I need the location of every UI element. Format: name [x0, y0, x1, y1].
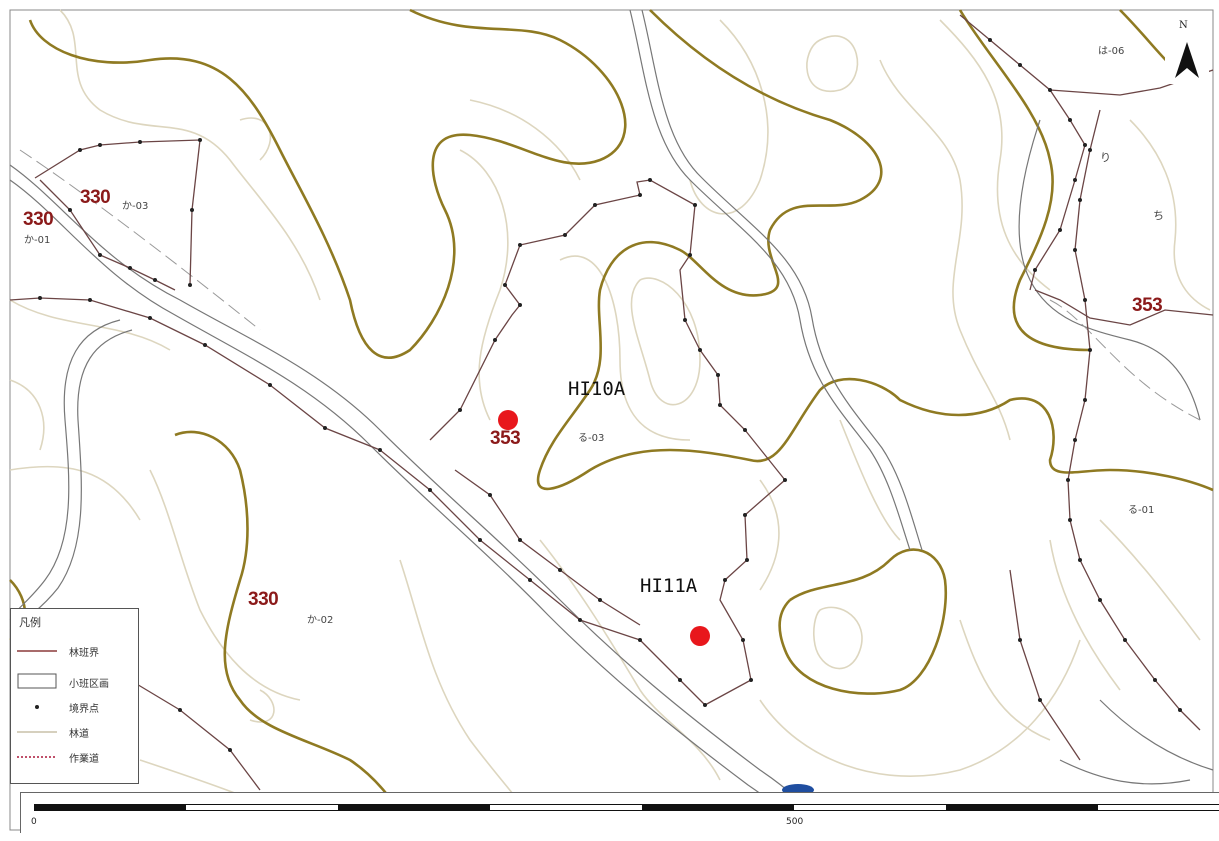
elevation-label: 330 [80, 187, 111, 208]
scale-segment [946, 804, 1098, 811]
scale-segment [1098, 804, 1219, 811]
boundary-points [38, 38, 1182, 752]
compartment-label: か-03 [122, 201, 149, 212]
box-icon [17, 673, 57, 689]
map-legend: 凡例 林班界 小班区画 境界点 林道 作業道 [10, 608, 139, 784]
compartment-label: は-06 [1098, 46, 1125, 57]
compartment-label: る-01 [1128, 505, 1155, 516]
work-roads [19, 149, 1201, 421]
line-icon [17, 731, 57, 733]
elevation-label: 353 [1132, 295, 1163, 316]
scale-segment [642, 804, 794, 811]
north-arrow: N [1165, 14, 1209, 84]
legend-item-boundary-point: 境界点 [11, 697, 138, 717]
legend-label: 小班区画 [69, 679, 109, 690]
index-contours [9, 8, 1214, 831]
legend-label: 境界点 [69, 704, 99, 715]
legend-label: 林班界 [69, 648, 99, 659]
legend-item-work-road: 作業道 [11, 747, 138, 767]
scale-segment [490, 804, 642, 811]
compartment-label: る-03 [578, 433, 605, 444]
compartment-label: か-02 [307, 615, 334, 626]
dashed-line-icon [17, 756, 57, 758]
compartment-label: ち [1153, 209, 1164, 222]
line-icon [17, 650, 57, 652]
legend-label: 林道 [69, 729, 89, 740]
legend-item-forest-road: 林道 [11, 722, 138, 742]
north-arrow-icon [1175, 42, 1199, 78]
legend-label: 作業道 [69, 754, 99, 765]
legend-title: 凡例 [19, 616, 41, 629]
legend-item-compartment-boundary: 林班界 [11, 641, 138, 661]
scale-tick-label: 500 [786, 817, 804, 827]
elevation-label: 330 [248, 589, 279, 610]
legend-item-subcompartment: 小班区画 [11, 672, 138, 692]
compartment-label: り [1100, 151, 1111, 164]
scale-tick-label: 0 [31, 817, 37, 827]
north-label: N [1179, 20, 1188, 31]
elevation-label: 353 [490, 428, 521, 449]
scale-bar: 0 500 [20, 792, 1219, 833]
dot-icon [35, 705, 39, 709]
contour-lines [9, 9, 1211, 831]
compartment-label: か-01 [24, 235, 51, 246]
site-marker-hi10a[interactable] [498, 410, 518, 430]
scale-segment [338, 804, 490, 811]
scale-segment [794, 804, 946, 811]
site-label-hi10a: HI10A [568, 378, 626, 400]
forest-roads [9, 9, 1214, 831]
scale-segment [186, 804, 338, 811]
elevation-label: 330 [23, 209, 54, 230]
site-marker-hi11a[interactable] [690, 626, 710, 646]
scale-segment [34, 804, 186, 811]
site-label-hi11a: HI11A [640, 575, 698, 597]
